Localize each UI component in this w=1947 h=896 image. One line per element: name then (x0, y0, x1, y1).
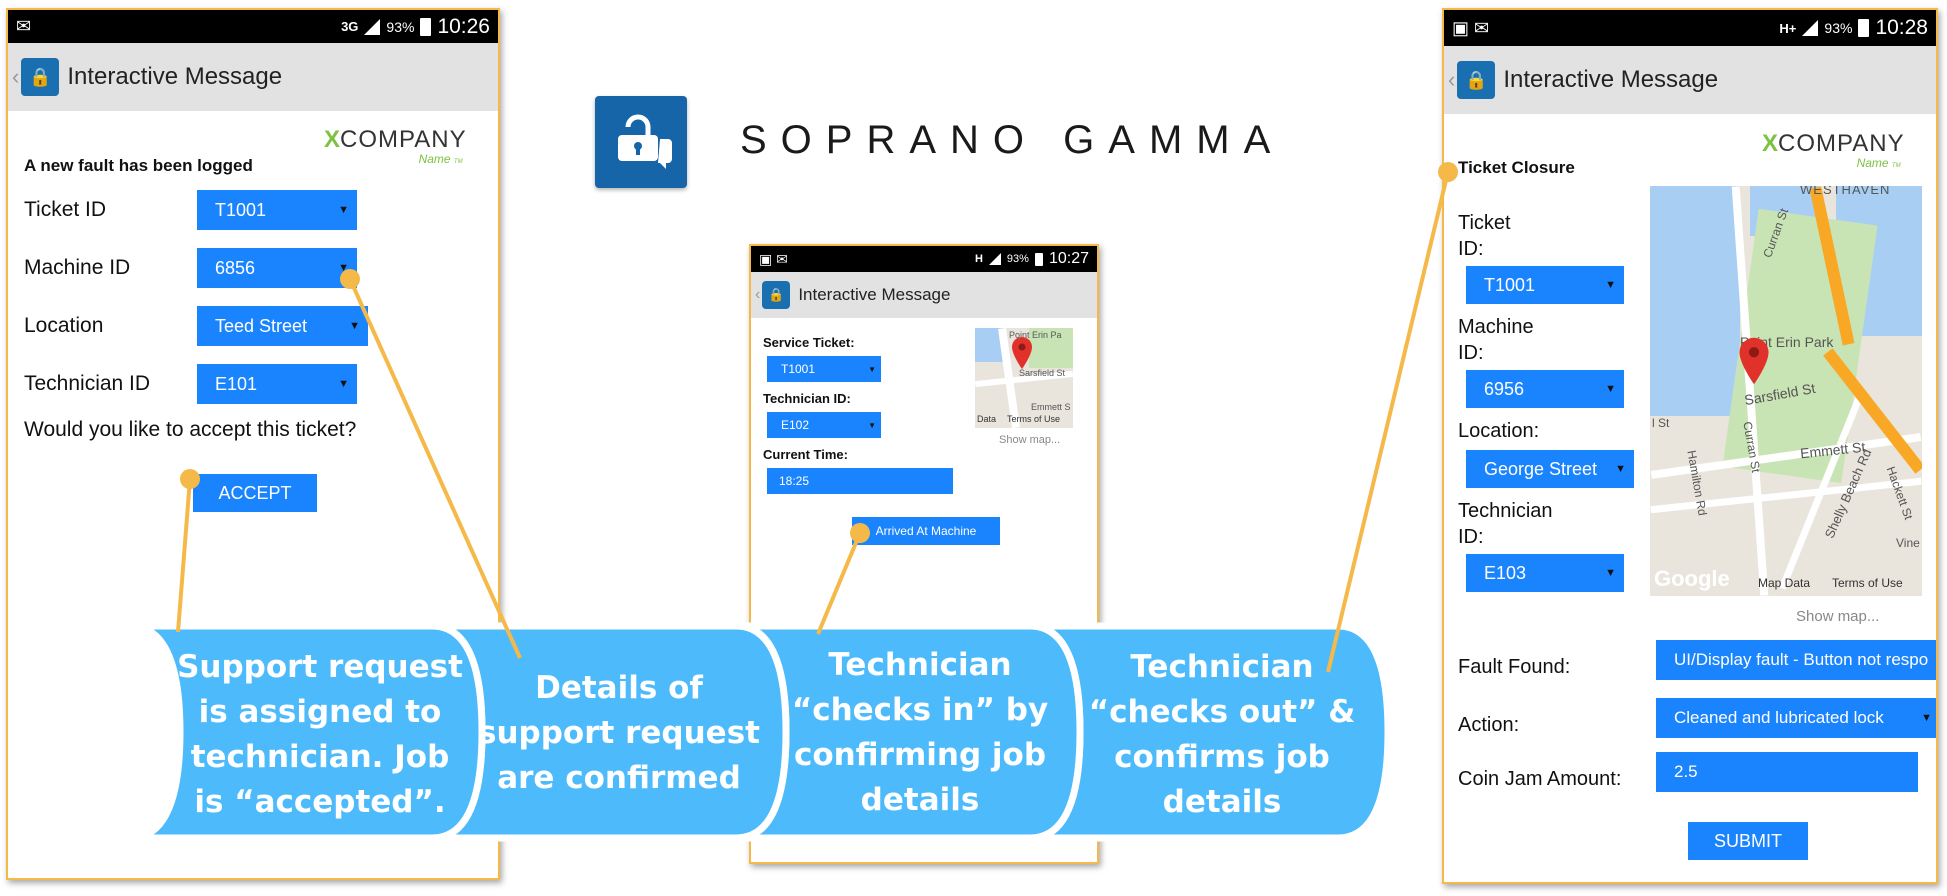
submit-button[interactable]: SUBMIT (1688, 822, 1808, 860)
service-ticket-select[interactable]: T1001▼ (767, 356, 881, 382)
clock: 10:28 (1875, 16, 1928, 39)
location-select[interactable]: Teed Street▼ (197, 306, 368, 346)
map-pin-icon (1739, 337, 1769, 385)
battery-percent: 93% (1006, 253, 1029, 265)
app-title: Interactive Message (67, 63, 283, 90)
dropdown-arrow-icon: ▼ (1605, 567, 1616, 579)
location-label: Location: (1458, 420, 1540, 442)
app-bar: ‹ 🔒 Interactive Message (8, 43, 498, 111)
dropdown-arrow-icon: ▼ (1605, 279, 1616, 291)
clock: 10:26 (437, 14, 490, 38)
signal-icon (988, 253, 1001, 265)
fault-heading: A new fault has been logged (24, 156, 253, 175)
technician-id-select[interactable]: E102▼ (767, 412, 881, 438)
action-select[interactable]: Cleaned and lubricated lock▼ (1656, 698, 1936, 738)
step-2-text: Details of support request are confirmed (478, 670, 760, 796)
signal-icon (364, 18, 381, 35)
step-3-text: Technician “checks in” by confirming job… (791, 647, 1049, 818)
dropdown-arrow-icon: ▼ (868, 420, 876, 430)
dropdown-arrow-icon: ▼ (338, 204, 349, 216)
step-1-text: Support request is assigned to technicia… (177, 649, 463, 820)
company-logo: XCOMPANY Name TM (324, 126, 467, 166)
ticket-closure-heading: Ticket Closure (1458, 158, 1575, 177)
dropdown-arrow-icon: ▼ (868, 364, 876, 374)
status-bar: ✉ 3G 93% 10:26 (8, 10, 498, 43)
notification-icon: ▣ ✉ (1452, 17, 1490, 38)
notification-icon: ▣ ✉ (759, 250, 788, 267)
current-time-label: Current Time: (763, 447, 848, 462)
map-pin-icon (1012, 337, 1032, 369)
battery-icon (1858, 19, 1870, 37)
step-4-text: Technician “checks out” & confirms job d… (1088, 649, 1356, 820)
network-type: H+ (1779, 20, 1797, 36)
app-title: Interactive Message (1503, 66, 1719, 93)
technician-id-select[interactable]: E103▼ (1466, 554, 1624, 592)
technician-id-label: Technician ID: (763, 391, 851, 406)
back-chevron-icon[interactable]: ‹ (1448, 67, 1456, 92)
network-type: H (974, 253, 983, 265)
accept-button[interactable]: ACCEPT (193, 474, 317, 512)
signal-icon (1802, 20, 1819, 36)
battery-icon (420, 17, 432, 36)
technician-id-label: Technician ID (24, 372, 151, 395)
technician-id-select[interactable]: E101▼ (197, 364, 357, 404)
fault-found-select[interactable]: UI/Display fault - Button not respo (1656, 640, 1936, 680)
step-1-shape (129, 622, 486, 842)
app-icon[interactable]: 🔒 (762, 281, 791, 309)
show-map-link[interactable]: Show map... (999, 434, 1061, 446)
accept-question: Would you like to accept this ticket? (24, 418, 357, 441)
battery-icon (1034, 252, 1043, 266)
brand-name: SOPRANO GAMMA (740, 118, 1285, 162)
back-chevron-icon[interactable]: ‹ (755, 286, 761, 303)
service-ticket-label: Service Ticket: (763, 335, 855, 350)
machine-id-select[interactable]: 6856▼ (197, 248, 357, 288)
clock: 10:27 (1048, 250, 1089, 267)
notification-icon: ✉ (16, 16, 32, 36)
ticket-id-select[interactable]: T1001▼ (1466, 266, 1624, 304)
ticket-id-select[interactable]: T1001▼ (197, 190, 357, 230)
battery-percent: 93% (1824, 20, 1853, 36)
lock-chat-icon (595, 96, 687, 188)
dropdown-arrow-icon: ▼ (1605, 383, 1616, 395)
app-bar: ‹ 🔒 Interactive Message (751, 272, 1097, 318)
dropdown-arrow-icon: ▼ (1615, 463, 1626, 475)
coin-jam-amount-field[interactable]: 2.5 (1656, 752, 1918, 792)
app-icon[interactable]: 🔒 (21, 58, 60, 96)
location-select[interactable]: George Street▼ (1466, 450, 1634, 488)
ticket-id-label: Ticket ID (24, 198, 107, 221)
fault-found-label: Fault Found: (1458, 656, 1571, 678)
app-bar: ‹ 🔒 Interactive Message (1444, 46, 1936, 114)
battery-percent: 93% (386, 18, 415, 35)
coin-jam-amount-label: Coin Jam Amount: (1458, 768, 1622, 790)
phone-screen-closure: ▣ ✉ H+ 93% 10:28 ‹ 🔒 Interactive Message… (1442, 8, 1938, 884)
back-chevron-icon[interactable]: ‹ (12, 64, 20, 89)
dropdown-arrow-icon: ▼ (338, 378, 349, 390)
machine-id-label: Machine ID (24, 256, 131, 279)
network-type: 3G (341, 19, 359, 34)
app-icon[interactable]: 🔒 (1457, 61, 1496, 99)
dropdown-arrow-icon: ▼ (338, 262, 349, 274)
current-time-field[interactable]: 18:25 (767, 468, 953, 494)
action-label: Action: (1458, 714, 1520, 736)
company-logo: XCOMPANY Name TM (1762, 130, 1905, 170)
location-map[interactable]: Point Erin Pa Sarsfield St Emmett S Data… (975, 328, 1073, 428)
arrived-at-machine-button[interactable]: Arrived At Machine (852, 517, 1000, 545)
app-title: Interactive Message (798, 285, 951, 304)
location-map[interactable]: WESTHAVEN Curran St Point Erin Park Sars… (1650, 186, 1922, 596)
status-bar: ▣ ✉ H+ 93% 10:28 (1444, 10, 1936, 46)
location-label: Location (24, 314, 104, 337)
machine-id-select[interactable]: 6956▼ (1466, 370, 1624, 408)
show-map-link[interactable]: Show map... (1796, 608, 1880, 625)
dropdown-arrow-icon: ▼ (1921, 712, 1932, 724)
status-bar: ▣ ✉ H 93% 10:27 (751, 246, 1097, 272)
